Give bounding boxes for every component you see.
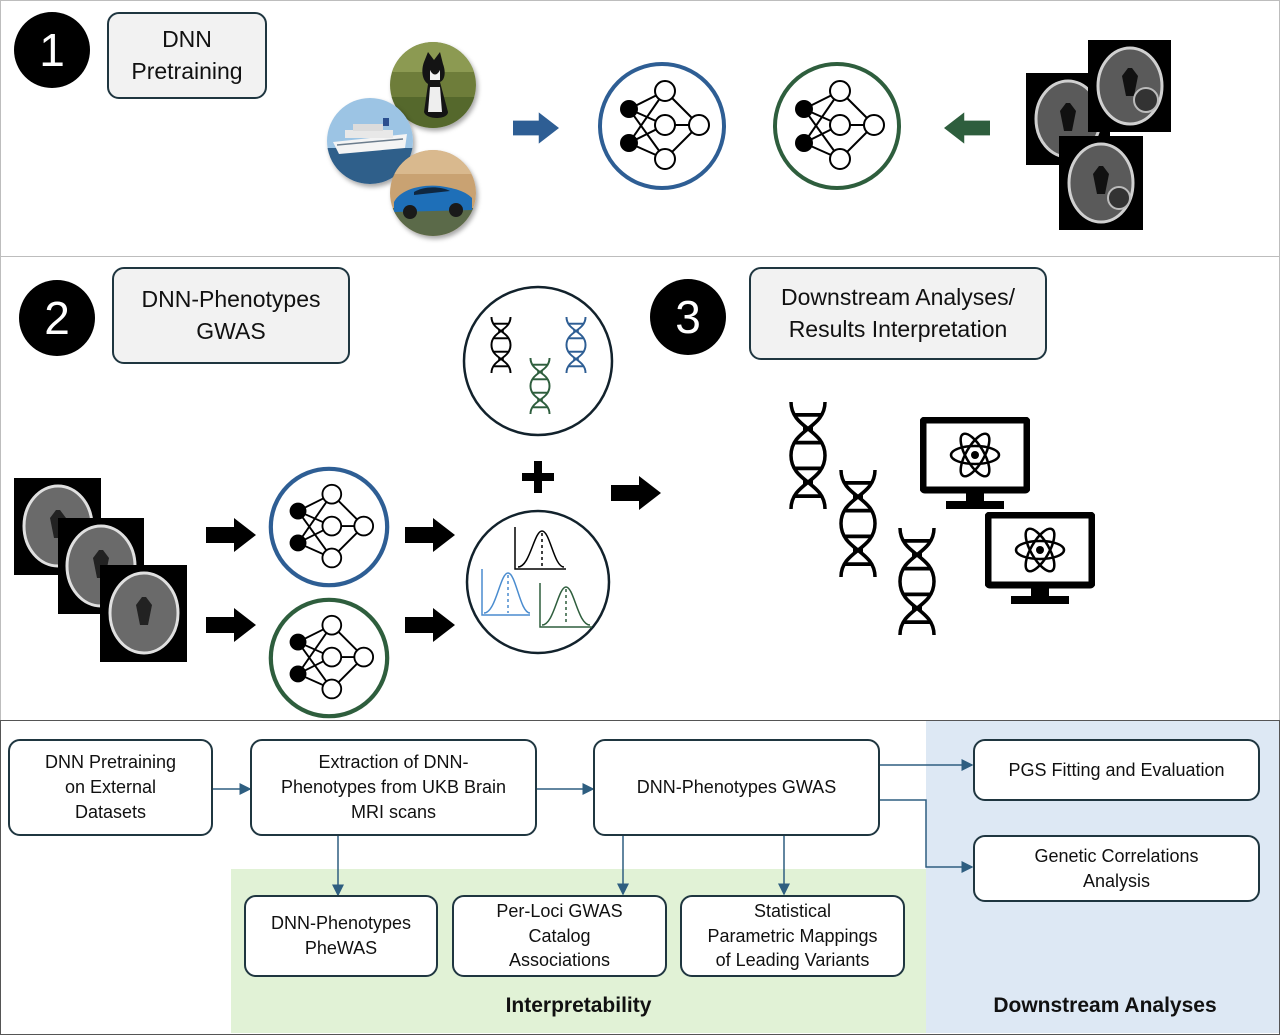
green-arrow-icon [944,112,990,144]
panel2-title-line1: DNN-Phenotypes [141,285,321,312]
arrow-icon [206,518,256,552]
brain-tumor-mri-scan [1059,136,1143,230]
pretrained-network-icon [268,466,390,588]
arrow-icon [206,608,256,642]
arrow-icon [405,608,455,642]
step-number-2: 2 [19,280,95,356]
pretrained-network-icon [598,62,726,190]
downstream-analyses-label: Downstream Analyses [993,994,1217,1017]
arrow-icon [611,476,661,510]
step-number-3: 3 [650,279,726,355]
perloci-line2: Catalog [528,925,591,946]
genetic-line1: Genetic Correlations [1034,845,1199,866]
panel1-title: DNN Pretraining [107,12,267,99]
dna-icon [839,470,877,577]
genetic-line2: Analysis [1082,870,1150,891]
brain-mri-scan [100,565,187,662]
panel3-title-line2: Results Interpretation [788,315,1008,342]
finetuned-network-icon [773,62,901,190]
extraction-line2: Phenotypes from UKB Brain [280,777,507,798]
spm-line3: of Leading Variants [715,950,870,971]
extraction-line3: MRI scans [350,801,436,822]
gwas-label: DNN-Phenotypes GWAS [636,777,837,798]
extraction-line1: Extraction of DNN- [318,752,469,773]
panel3-title: Downstream Analyses/Results Interpretati… [749,267,1047,360]
extraction-box: Extraction of DNN- Phenotypes from UKB Br… [250,739,537,836]
step-number-1: 1 [14,12,90,88]
spm-line2: Parametric Mappings [707,925,878,946]
panel1-title-line2: Pretraining [131,57,243,84]
finetuned-network-icon [268,597,390,719]
computer-science-icon [920,417,1030,512]
dna-icon [898,528,936,635]
phewas-line2: PheWAS [304,938,378,958]
phewas-line1: DNN-Phenotypes [270,913,412,934]
interpretability-label: Interpretability [505,994,652,1017]
pgs-label: PGS Fitting and Evaluation [1008,759,1225,780]
panel3-title-line1: Downstream Analyses/ [781,283,1015,310]
brain-tumor-mri-scan [1088,40,1171,132]
flow-connectors [212,759,974,897]
gwas-box: DNN-Phenotypes GWAS [593,739,880,836]
pgs-box: PGS Fitting and Evaluation [973,739,1260,801]
pretraining-line2: on External [64,777,157,798]
plus-icon [522,461,554,493]
arrow-icon [405,518,455,552]
perloci-line1: Per-Loci GWAS [496,900,623,921]
pretraining-line1: DNN Pretraining [44,752,177,773]
genotype-dna-icon [462,285,614,437]
blue-arrow-icon [513,112,559,144]
dna-icon [789,402,827,509]
pretraining-line3: Datasets [74,801,147,822]
perloci-line3: Associations [508,950,611,971]
car-photo [390,150,476,236]
panel1-title-line1: DNN [162,25,212,52]
computer-science-icon [985,512,1095,607]
phenotype-distribution-icon [465,509,611,655]
spm-line1: Statistical [753,900,831,921]
panel2-title-line2: GWAS [196,317,266,344]
